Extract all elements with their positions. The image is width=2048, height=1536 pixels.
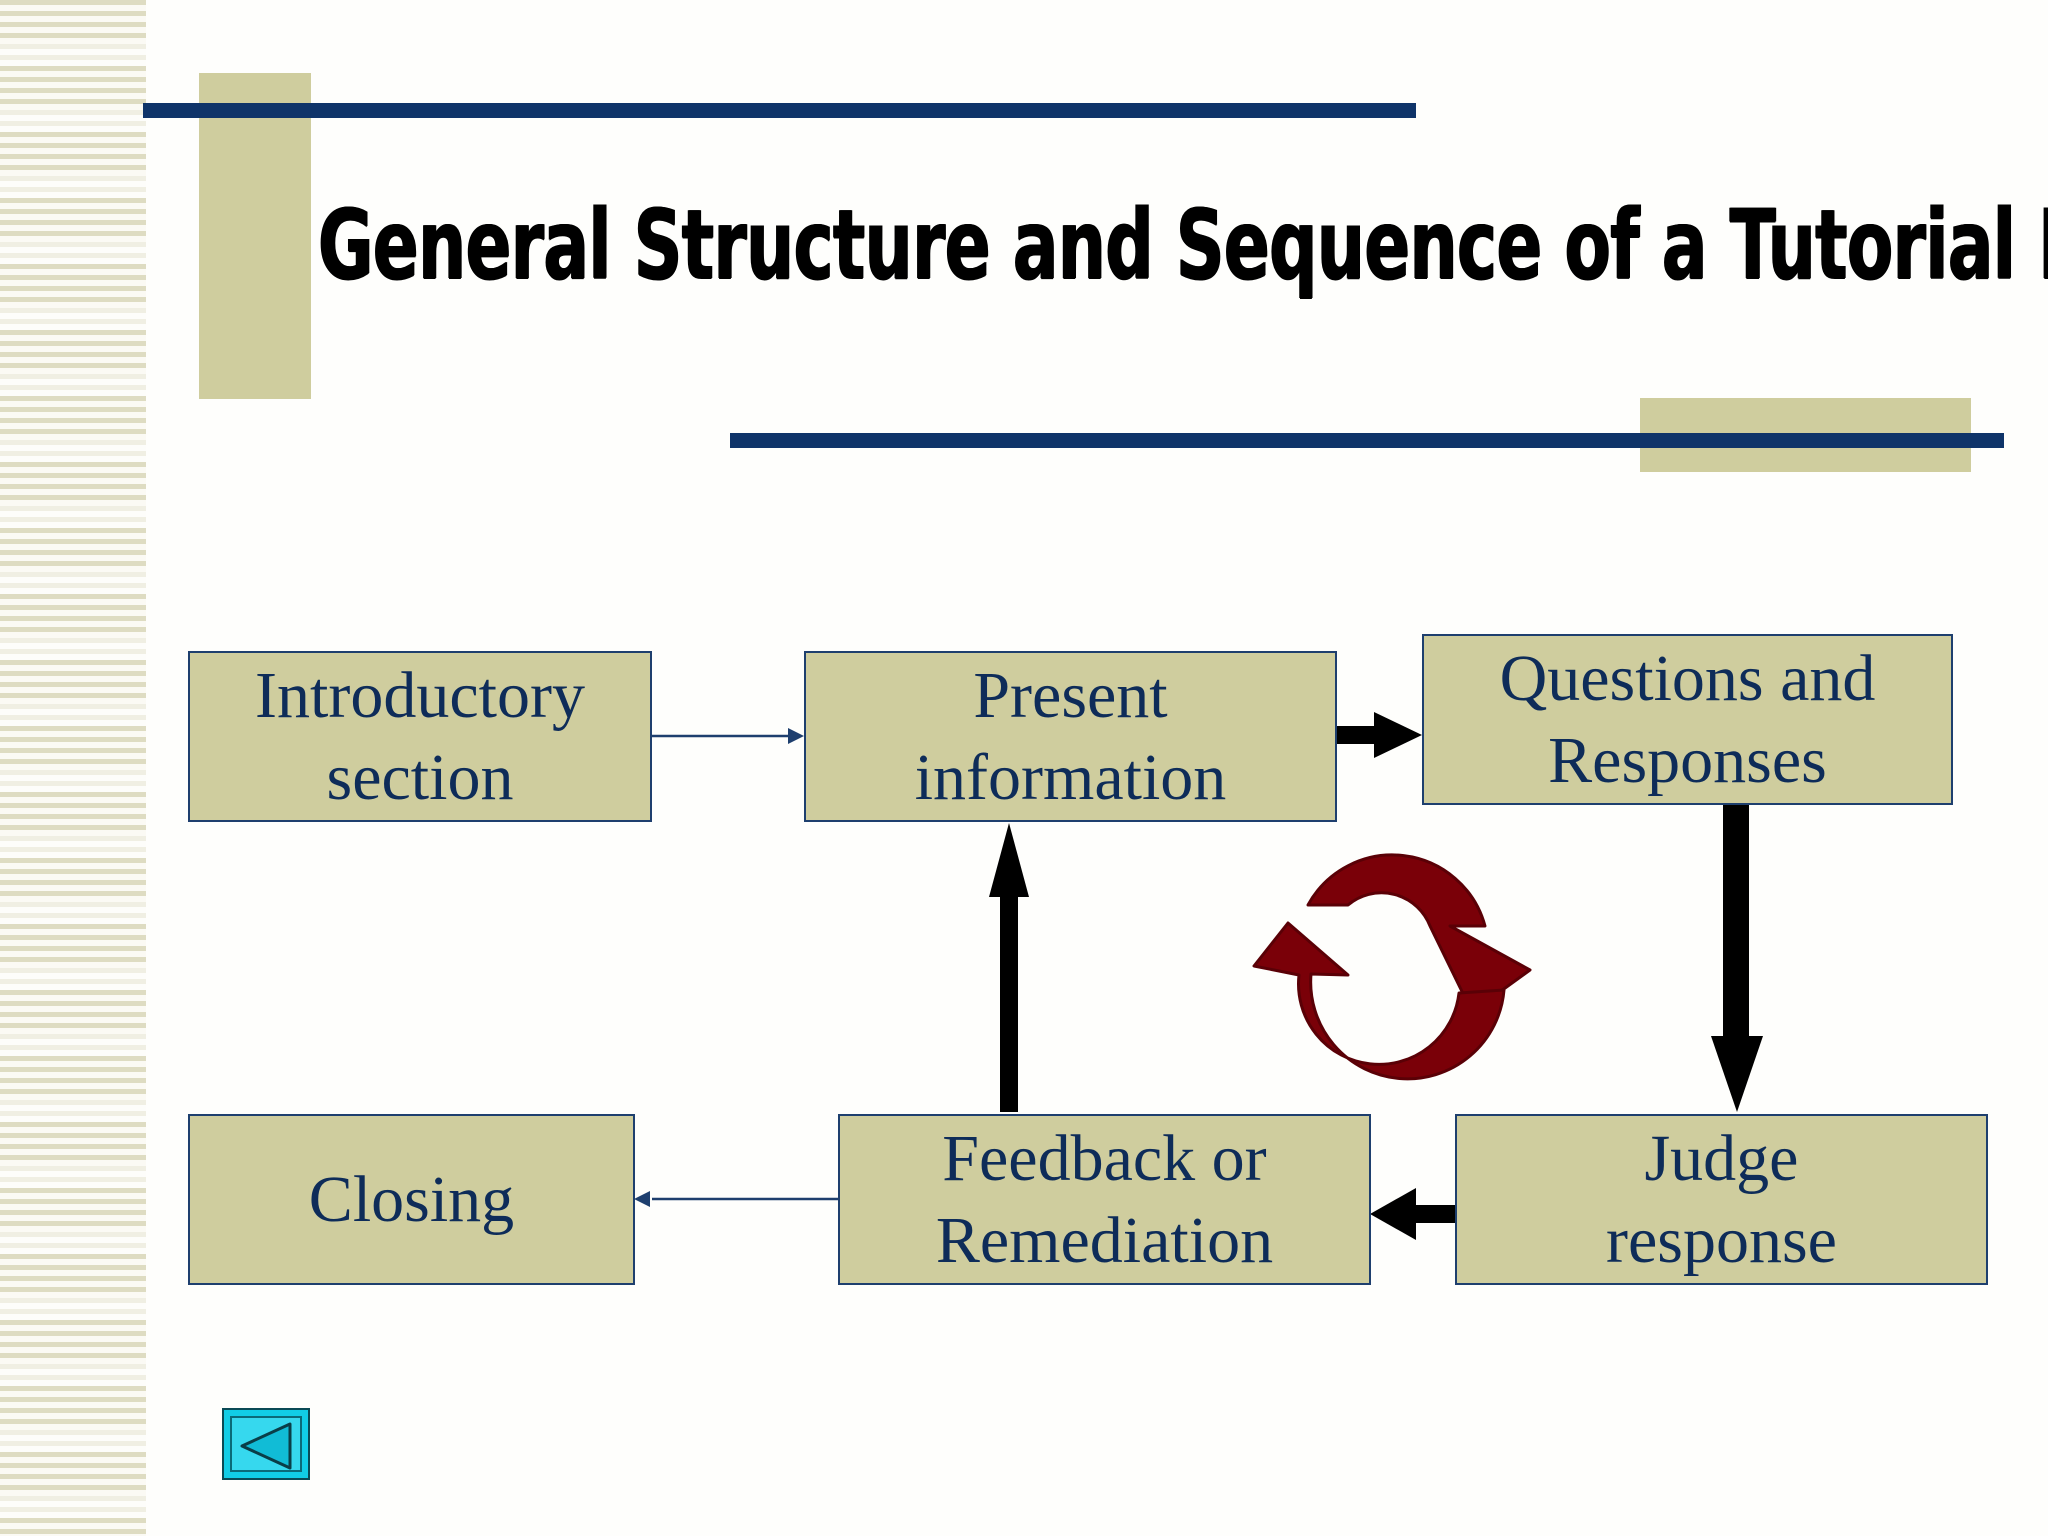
node-present-information: Present information [804,651,1337,822]
title-accent-block-left [199,73,311,399]
node-judge-response: Judge response [1455,1114,1988,1285]
title-rule-top [143,103,1416,118]
node-label: Judge response [1606,1121,1837,1277]
node-introductory-section: Introductory section [188,651,652,822]
node-feedback-or-remediation: Feedback or Remediation [838,1114,1371,1285]
arrow-feedback-to-present [989,823,1029,1112]
left-triangle-icon [240,1422,292,1470]
node-label: Closing [308,1162,515,1236]
node-label: Present information [914,658,1227,814]
arrow-feedback-to-closing [634,1191,838,1207]
node-closing: Closing [188,1114,635,1285]
title-rule-bottom [730,433,2004,448]
arrow-judge-to-feedback [1370,1188,1455,1240]
node-questions-and-responses: Questions and Responses [1422,634,1953,805]
node-label: Introductory section [255,658,585,814]
arrow-intro-to-present [650,728,804,744]
arrow-present-to-questions [1336,712,1422,758]
back-nav-button[interactable] [222,1408,310,1480]
node-label: Questions and Responses [1499,641,1876,797]
circular-refresh-arrows-icon [1252,853,1532,1081]
side-stripe-pattern [0,0,146,1536]
node-label: Feedback or Remediation [935,1121,1274,1277]
arrow-questions-to-judge [1711,804,1763,1112]
